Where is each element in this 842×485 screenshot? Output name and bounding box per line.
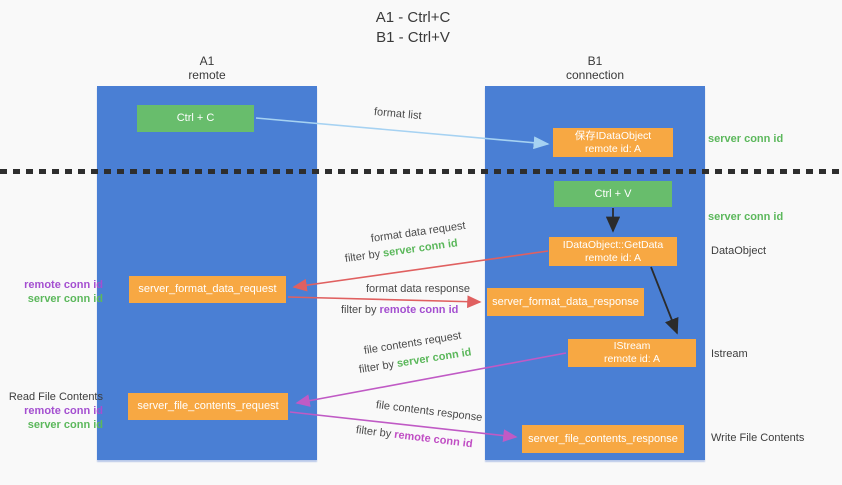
right-label-write-file-contents: Write File Contents: [711, 432, 805, 444]
node-save-idataobject-line1: 保存IDataObject: [574, 129, 652, 142]
node-idataobject-getdata-line1: IDataObject::GetData: [562, 238, 664, 251]
diagram-title: A1 - Ctrl+C B1 - Ctrl+V: [308, 8, 518, 48]
node-idataobject-getdata: IDataObject::GetData remote id: A: [549, 237, 677, 266]
node-save-idataobject: 保存IDataObject remote id: A: [553, 128, 673, 157]
left-label-remote-conn-id-bottom: remote conn id: [24, 405, 103, 417]
node-istream-line2: remote id: A: [603, 353, 661, 365]
right-label-istream: Istream: [711, 348, 748, 360]
title-line-2: B1 - Ctrl+V: [376, 29, 450, 46]
filter-by-text: filter by: [341, 304, 380, 316]
left-column-name: A1: [199, 54, 215, 68]
left-label-server-conn-id-bottom: server conn id: [27, 419, 103, 431]
left-label-remote-conn-id-top: remote conn id: [24, 279, 103, 291]
label-format-data-request-filter: filter by server conn id: [344, 237, 458, 265]
filter-by-text: filter by: [344, 247, 384, 265]
title-line-1: A1 - Ctrl+C: [375, 9, 451, 26]
left-column-header: A1 remote: [97, 54, 317, 82]
right-column-name: B1: [587, 54, 603, 68]
label-format-data-response-filter: filter by remote conn id: [341, 304, 458, 316]
remote-conn-id-text: remote conn id: [379, 304, 459, 316]
node-server-format-data-request-label: server_format_data_request: [138, 283, 277, 295]
node-server-format-data-response-label: server_format_data_response: [492, 295, 639, 308]
label-file-contents-response: file contents response: [375, 399, 483, 424]
node-ctrl-c-label: Ctrl + C: [176, 112, 215, 124]
node-server-file-contents-response: server_file_contents_response: [522, 425, 684, 453]
filter-by-text: filter by: [358, 358, 398, 376]
node-server-file-contents-request: server_file_contents_request: [128, 393, 288, 420]
node-idataobject-getdata-line2: remote id: A: [584, 251, 642, 264]
label-format-list: format list: [373, 106, 423, 123]
remote-conn-id-text: remote conn id: [393, 428, 474, 451]
right-column-role: connection: [565, 68, 625, 82]
node-ctrl-v-label: Ctrl + V: [594, 187, 632, 200]
node-ctrl-v: Ctrl + V: [554, 181, 672, 207]
node-istream: IStream remote id: A: [568, 339, 696, 367]
node-server-format-data-request: server_format_data_request: [129, 276, 286, 303]
node-save-idataobject-line2: remote id: A: [584, 142, 642, 155]
label-format-data-response: format data response: [366, 283, 470, 295]
filter-by-text: filter by: [355, 424, 395, 441]
node-server-file-contents-request-label: server_file_contents_request: [137, 400, 279, 412]
node-server-format-data-response: server_format_data_response: [487, 288, 644, 316]
node-istream-line1: IStream: [613, 340, 651, 352]
right-label-server-conn-id-mid: server conn id: [708, 211, 784, 223]
left-label-read-file-contents: Read File Contents: [8, 391, 103, 403]
right-column-header: B1 connection: [485, 54, 705, 82]
node-ctrl-c: Ctrl + C: [137, 105, 254, 132]
left-label-server-conn-id-top: server conn id: [27, 293, 103, 305]
node-server-file-contents-response-label: server_file_contents_response: [528, 432, 678, 445]
right-label-dataobject: DataObject: [711, 245, 767, 257]
left-column-role: remote: [188, 68, 226, 82]
section-divider-dotted-line: [0, 169, 842, 174]
right-label-server-conn-id-top: server conn id: [708, 133, 784, 145]
label-file-contents-response-filter: filter by remote conn id: [355, 424, 473, 450]
